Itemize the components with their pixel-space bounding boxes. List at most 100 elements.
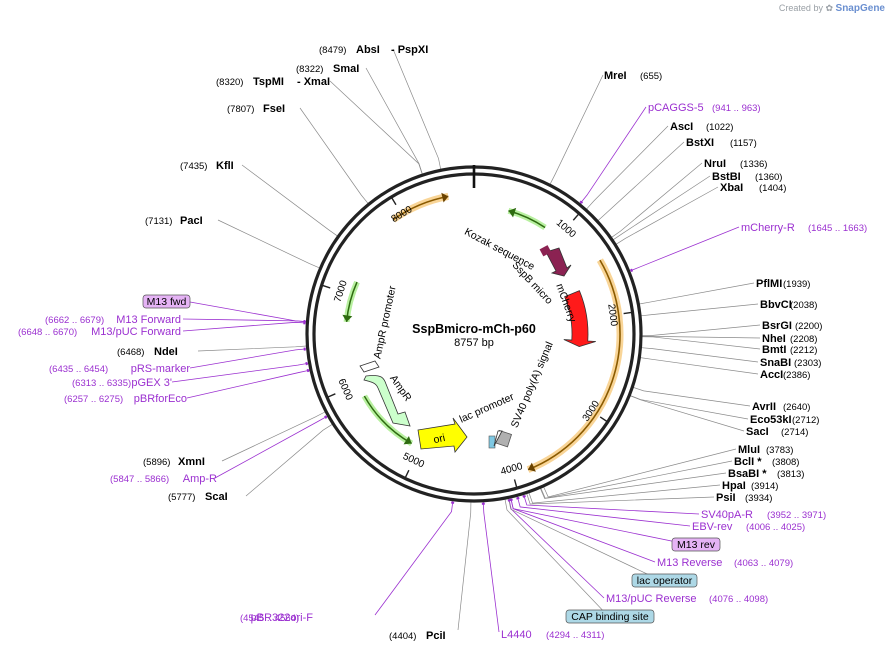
- enzyme-position: (655): [640, 71, 662, 82]
- primer-pgex-3[interactable]: pGEX 3'(6313 .. 6335): [72, 361, 308, 389]
- leader-line: [182, 321, 307, 332]
- enzyme-site-asci[interactable]: AscI(1022): [670, 121, 733, 133]
- enzyme-site-smai[interactable]: SmaI(8322): [296, 63, 359, 75]
- enzyme-site-absi[interactable]: AbsI(8479): [319, 44, 380, 56]
- enzyme-site-pspxi[interactable]: - PspXI: [391, 44, 428, 56]
- enzyme-site-xmai[interactable]: - XmaI: [297, 76, 330, 88]
- enzyme-site-bbvci[interactable]: BbvCI(2038): [760, 299, 817, 311]
- primer-amp-r[interactable]: Amp-R(5847 .. 5866): [110, 415, 328, 485]
- enzyme-site-bcli[interactable]: BclI *(3808): [734, 456, 799, 468]
- primer-position: (4006 .. 4025): [746, 522, 805, 533]
- primer-name: M13/pUC Reverse: [606, 593, 696, 605]
- primer-mark: [306, 368, 310, 373]
- enzyme-site-fsei[interactable]: FseI(7807): [227, 103, 285, 115]
- enzyme-site-acci[interactable]: AccI(2386): [760, 369, 810, 381]
- primer-mark: [579, 200, 584, 204]
- enzyme-site-bstxi[interactable]: BstXI(1157): [686, 137, 757, 149]
- enzyme-site-bmti[interactable]: BmtI(2212): [762, 344, 817, 356]
- primer-sv40pa-r[interactable]: SV40pA-R(3952 .. 3971): [522, 495, 826, 521]
- enzyme-site-mlui[interactable]: MluI(3783): [738, 444, 793, 456]
- enzyme-name: NruI: [704, 158, 726, 170]
- primer-name: M13/pUC Forward: [91, 326, 181, 338]
- brand-name: SnapGene: [835, 3, 885, 14]
- primer-mark: [507, 499, 511, 502]
- enzyme-site-mrei[interactable]: MreI (655): [604, 70, 662, 82]
- enzyme-name: XmnI: [178, 456, 205, 468]
- enzyme-site-psii[interactable]: PsiI(3934): [716, 492, 772, 504]
- enzyme-position: (6468): [117, 347, 144, 358]
- badge-m13-fwd[interactable]: M13 fwd: [142, 294, 191, 309]
- enzyme-site-nhei[interactable]: NheI(2208): [762, 333, 817, 345]
- enzyme-site-xmni[interactable]: XmnI(5896): [143, 456, 205, 468]
- tick-label: 5000: [401, 451, 426, 471]
- primer-name: M13 Reverse: [657, 557, 722, 569]
- feature-sspb-micro[interactable]: [545, 247, 572, 277]
- enzyme-site-tspmi[interactable]: TspMI(8320): [216, 76, 284, 88]
- badge-lac-operator[interactable]: lac operator: [631, 573, 698, 588]
- enzyme-site-kfli[interactable]: KflI(7435): [180, 160, 234, 172]
- primer-name: pRS-marker: [131, 363, 191, 375]
- leader-line: [508, 498, 665, 583]
- leader-line: [523, 494, 700, 515]
- feature-ampr[interactable]: AmpR: [363, 373, 414, 427]
- leader-line: [549, 74, 604, 185]
- primer-position: (6257 .. 6275): [64, 394, 123, 405]
- leader-line: [641, 347, 759, 363]
- enzyme-name: AscI: [670, 121, 693, 133]
- enzyme-position: (3914): [751, 481, 778, 492]
- enzyme-site-bsabi[interactable]: BsaBI *(3813): [728, 468, 804, 480]
- enzyme-site-avrii[interactable]: AvrII(2640): [752, 401, 810, 413]
- primer-mcherry-r[interactable]: mCherry-R(1645 .. 1663): [630, 222, 867, 273]
- tick-mark: [322, 284, 331, 289]
- enzyme-site-pcii[interactable]: PciI(4404): [389, 630, 446, 642]
- enzyme-name: Eco53kI: [750, 414, 792, 426]
- feature-mcherry[interactable]: [563, 290, 596, 348]
- tick-mark: [327, 393, 336, 398]
- leader-line: [516, 496, 691, 527]
- leader-line: [374, 500, 454, 616]
- enzyme-name: SnaBI: [760, 357, 791, 369]
- feature-ori[interactable]: ori: [417, 417, 468, 453]
- enzyme-site-saci[interactable]: SacI(2714): [746, 426, 808, 438]
- leader-line: [611, 162, 703, 238]
- feature-lac-promoter[interactable]: [493, 430, 503, 447]
- feature-label: AmpR promoter: [371, 284, 398, 359]
- feature-kozak-sequence[interactable]: [539, 245, 552, 257]
- enzyme-position: (4404): [389, 631, 416, 642]
- primer-prs-marker[interactable]: pRS-marker (6435 .. 6454): [49, 347, 306, 375]
- feature-ampr-promoter[interactable]: AmpR promoter: [359, 284, 399, 373]
- enzyme-name: MreI: [604, 70, 627, 82]
- primer-m13-forward[interactable]: M13 Forward(6662 .. 6679): [45, 314, 306, 326]
- leader-line: [241, 164, 338, 237]
- primer-pbr322ori-f[interactable]: pBR322ori-F(4545 .. 4564): [240, 501, 455, 624]
- leader-line: [579, 106, 647, 204]
- leader-line: [245, 423, 333, 497]
- primer-m13-puc-reverse[interactable]: M13/pUC Reverse (4076 .. 4098): [507, 499, 768, 605]
- enzyme-position: (1404): [759, 183, 786, 194]
- enzyme-site-paci[interactable]: PacI(7131): [145, 215, 203, 227]
- primer-ebv-rev[interactable]: EBV-rev(4006 .. 4025): [516, 496, 805, 533]
- enzyme-site-scai[interactable]: ScaI(5777): [168, 491, 228, 503]
- enzyme-site-snabi[interactable]: SnaBI(2303): [760, 357, 821, 369]
- badge-cap-binding-site[interactable]: CAP binding site: [565, 609, 655, 624]
- enzyme-site-bstbi[interactable]: BstBI(1360): [712, 171, 782, 183]
- primer-position: (6435 .. 6454): [49, 364, 108, 375]
- plasmid-name: SspBmicro-mCh-p60: [412, 322, 536, 336]
- primer-position: (4076 .. 4098): [709, 594, 768, 605]
- enzyme-site-eco53ki[interactable]: Eco53kI(2712): [750, 414, 819, 426]
- enzyme-site-xbai[interactable]: XbaI(1404): [720, 182, 786, 194]
- primer-pcaggs-5[interactable]: pCAGGS-5(941 .. 963): [579, 102, 761, 204]
- enzyme-site-hpai[interactable]: HpaI(3914): [722, 480, 778, 492]
- primer-l4440[interactable]: L4440(4294 .. 4311): [481, 502, 605, 641]
- enzyme-site-bsrgi[interactable]: BsrGI(2200): [762, 320, 822, 332]
- tick-label: 4000: [499, 461, 524, 478]
- enzyme-site-pflmi[interactable]: PflMI(1939): [756, 278, 810, 290]
- enzyme-position: (2038): [790, 300, 817, 311]
- enzyme-site-ndei[interactable]: NdeI(6468): [117, 346, 178, 358]
- enzyme-name: MluI: [738, 444, 760, 456]
- badge-m13-rev[interactable]: M13 rev: [671, 537, 721, 552]
- enzyme-name: SmaI: [333, 63, 359, 75]
- tick-mark: [623, 311, 632, 315]
- primer-pbrforeco[interactable]: pBRforEco(6257 .. 6275): [64, 368, 310, 405]
- enzyme-site-nrui[interactable]: NruI(1336): [704, 158, 767, 170]
